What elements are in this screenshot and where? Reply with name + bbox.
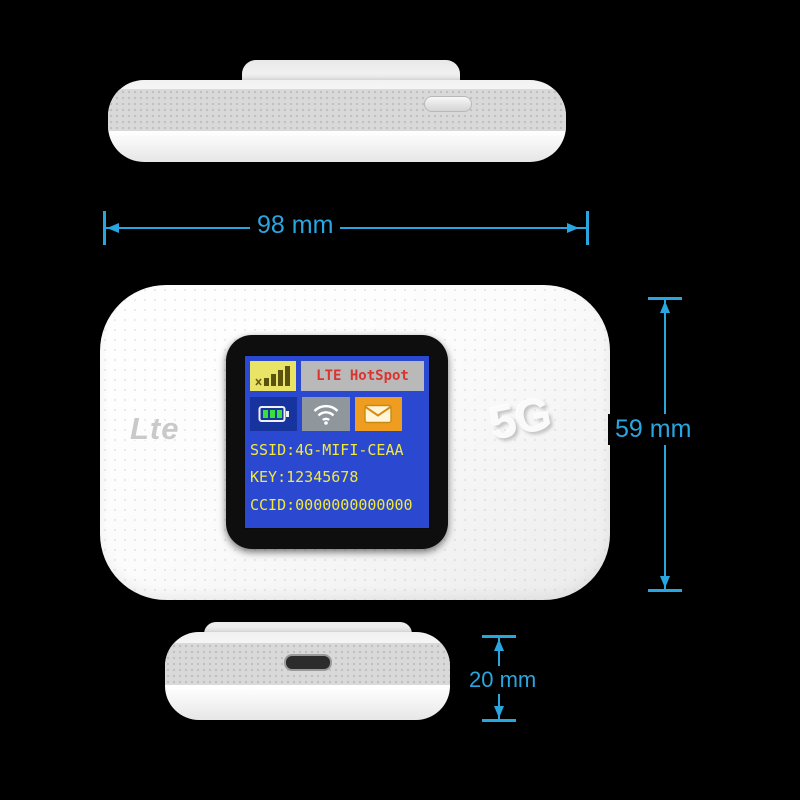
depth-dimension-label: 20 mm	[462, 666, 544, 694]
network-status-banner: LTE HotSpot	[301, 361, 424, 391]
width-arrow-right-icon	[567, 223, 579, 233]
ccid-text: CCID:0000000000000	[250, 495, 413, 514]
depth-dim-tick-bottom	[482, 719, 516, 722]
screen-bezel: LTE HotSpot	[226, 335, 448, 549]
height-dimension-label: 59 mm	[608, 414, 699, 445]
width-dim-tick-right	[586, 211, 589, 245]
bottom-view-textured-band	[165, 643, 450, 685]
width-arrow-left-icon	[107, 223, 119, 233]
height-arrow-down-icon	[660, 576, 670, 588]
indicator-icons-row	[250, 397, 402, 431]
height-dim-tick-bottom	[648, 589, 682, 592]
battery-icon	[250, 397, 298, 431]
key-text: KEY:12345678	[250, 468, 359, 486]
lcd-display: LTE HotSpot	[244, 355, 430, 529]
depth-arrow-up-icon	[494, 639, 504, 651]
status-bar: LTE HotSpot	[250, 361, 424, 391]
width-dim-line	[106, 227, 586, 229]
ssid-text: SSID:4G-MIFI-CEAA	[250, 440, 404, 459]
signal-bars-icon	[250, 361, 296, 391]
width-dimension-label: 98 mm	[250, 210, 341, 241]
top-view-textured-band	[108, 89, 566, 131]
depth-dim-tick-top	[482, 635, 516, 638]
width-dim-tick-left	[103, 211, 106, 245]
lte-logo: Lte	[130, 411, 180, 446]
bottom-edge-view	[165, 632, 450, 720]
height-dim-tick-top	[648, 297, 682, 300]
depth-arrow-down-icon	[494, 706, 504, 718]
top-edge-view	[108, 80, 566, 162]
front-view-device: Lte 5G LTE HotSpot	[100, 285, 610, 600]
power-button	[424, 96, 472, 112]
usb-port	[284, 654, 332, 671]
mail-icon	[354, 397, 402, 431]
height-arrow-up-icon	[660, 301, 670, 313]
wifi-icon	[302, 397, 350, 431]
display-text-block: SSID:4G-MIFI-CEAA KEY:12345678 CCID:0000…	[250, 431, 424, 523]
